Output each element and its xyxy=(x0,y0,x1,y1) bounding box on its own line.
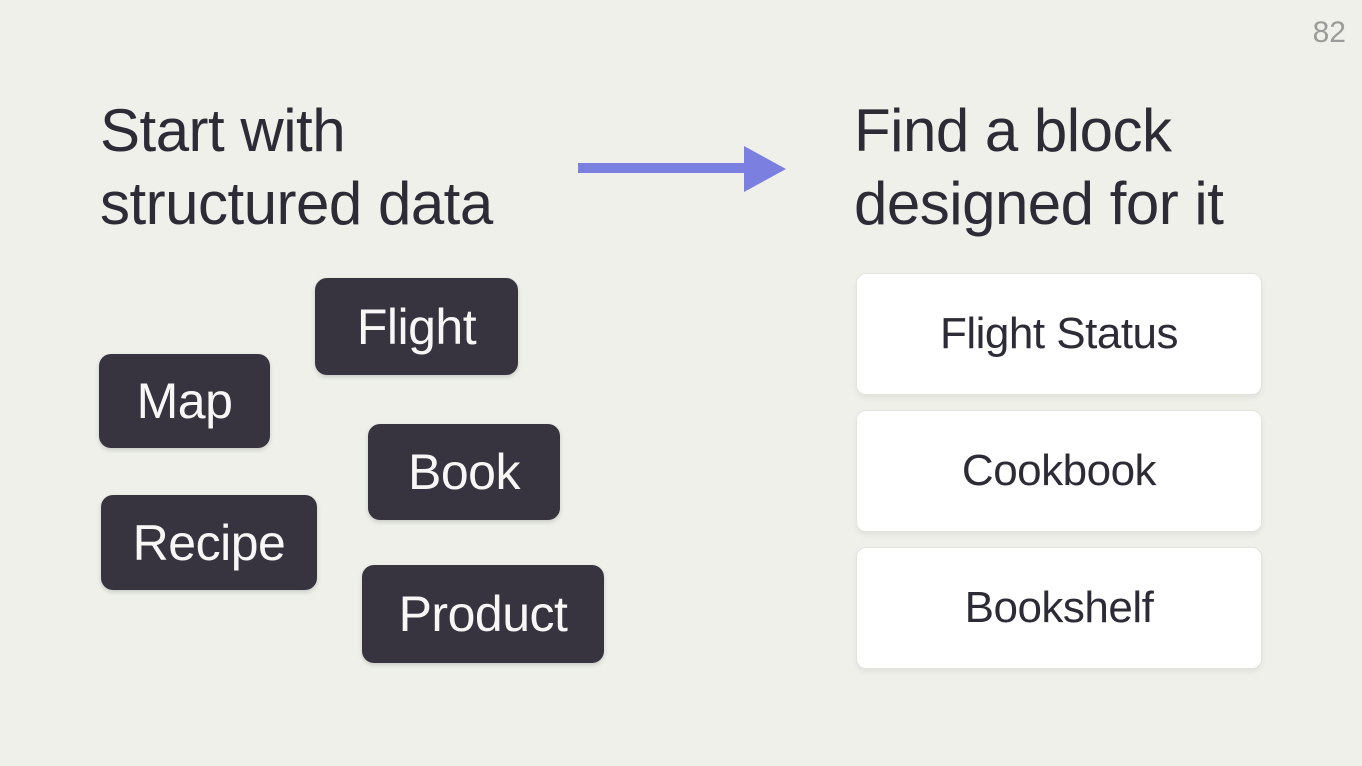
right-heading-line-1: Find a block xyxy=(854,97,1172,164)
block-card-label: Cookbook xyxy=(961,446,1157,495)
left-heading-line-2: structured data xyxy=(100,170,493,237)
data-chip-label: Book xyxy=(408,444,520,500)
right-heading: Find a block designed for it xyxy=(854,94,1224,240)
right-heading-line-2: designed for it xyxy=(854,170,1224,237)
data-chip-book: Book xyxy=(368,424,560,520)
data-chip-label: Product xyxy=(398,586,568,642)
data-chip-product: Product xyxy=(362,565,604,663)
data-chip-label: Recipe xyxy=(132,514,286,571)
block-card-bookshelf: Bookshelf xyxy=(856,547,1262,669)
data-chip-label: Flight xyxy=(356,298,477,355)
data-chip-recipe: Recipe xyxy=(101,495,317,590)
left-heading-line-1: Start with xyxy=(100,97,346,164)
data-chip-label: Map xyxy=(136,373,233,429)
data-chip-map: Map xyxy=(99,354,270,448)
block-card-cookbook: Cookbook xyxy=(856,410,1262,532)
block-card-label: Bookshelf xyxy=(964,583,1154,632)
block-card-label: Flight Status xyxy=(939,309,1179,358)
left-heading: Start with structured data xyxy=(100,94,493,240)
data-chip-flight: Flight xyxy=(315,278,518,375)
page-number: 82 xyxy=(1312,16,1346,49)
block-card-flight-status: Flight Status xyxy=(856,273,1262,395)
arrow-right-icon xyxy=(578,146,786,192)
